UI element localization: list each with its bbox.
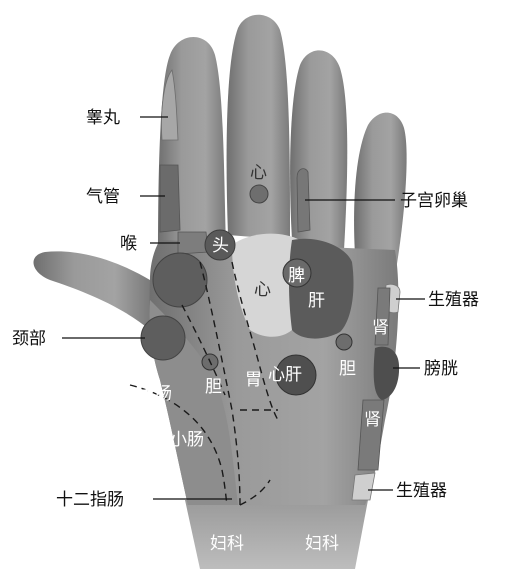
throat-palm-zone bbox=[153, 253, 207, 307]
small-intestine-label: 小肠 bbox=[170, 430, 204, 450]
middle-finger bbox=[227, 15, 290, 240]
throat-zone bbox=[178, 232, 208, 254]
uterus-ovary-label: 子宫卵巢 bbox=[400, 191, 468, 211]
bladder-zone bbox=[374, 347, 399, 400]
kidney-lower-label: 肾 bbox=[364, 410, 381, 430]
heart-liver-label: 心肝 bbox=[268, 365, 302, 385]
stomach-label: 胃 bbox=[245, 370, 262, 390]
reproductive-upper-label: 生殖器 bbox=[428, 290, 479, 310]
reproductive-lower-label: 生殖器 bbox=[396, 481, 447, 501]
gynecology-left-label: 妇科 bbox=[210, 534, 244, 554]
heart-palm-label: 心 bbox=[254, 280, 271, 300]
gallbladder-left-label: 胆 bbox=[205, 377, 222, 397]
duodenum-label: 十二指肠 bbox=[56, 490, 124, 510]
liver-zone bbox=[289, 239, 354, 339]
neck-zone bbox=[141, 316, 185, 360]
gynecology-right-label: 妇科 bbox=[305, 534, 339, 554]
head-label: 头 bbox=[212, 236, 229, 256]
reproductive-lower-zone bbox=[352, 473, 375, 500]
gallbladder-right-zone bbox=[336, 334, 352, 350]
rectum-label: 直肠 bbox=[106, 355, 140, 375]
little-finger bbox=[354, 113, 407, 270]
neck-label: 颈部 bbox=[12, 329, 46, 349]
heart-finger-zone bbox=[250, 185, 268, 203]
gallbladder-right-label: 胆 bbox=[339, 359, 356, 379]
thumb bbox=[34, 251, 150, 330]
trachea-label: 气管 bbox=[86, 187, 120, 207]
trachea-zone bbox=[160, 165, 180, 232]
large-intestine-label: 大肠 bbox=[138, 384, 172, 404]
heart-finger-label: 心 bbox=[250, 163, 267, 183]
kidney-upper-label: 肾 bbox=[372, 318, 389, 338]
bladder-label: 膀胱 bbox=[424, 359, 458, 379]
throat-label: 喉 bbox=[120, 234, 137, 254]
liver-label: 肝 bbox=[308, 291, 325, 311]
spleen-label: 脾 bbox=[288, 266, 305, 286]
testicles-label: 睾丸 bbox=[86, 108, 120, 128]
